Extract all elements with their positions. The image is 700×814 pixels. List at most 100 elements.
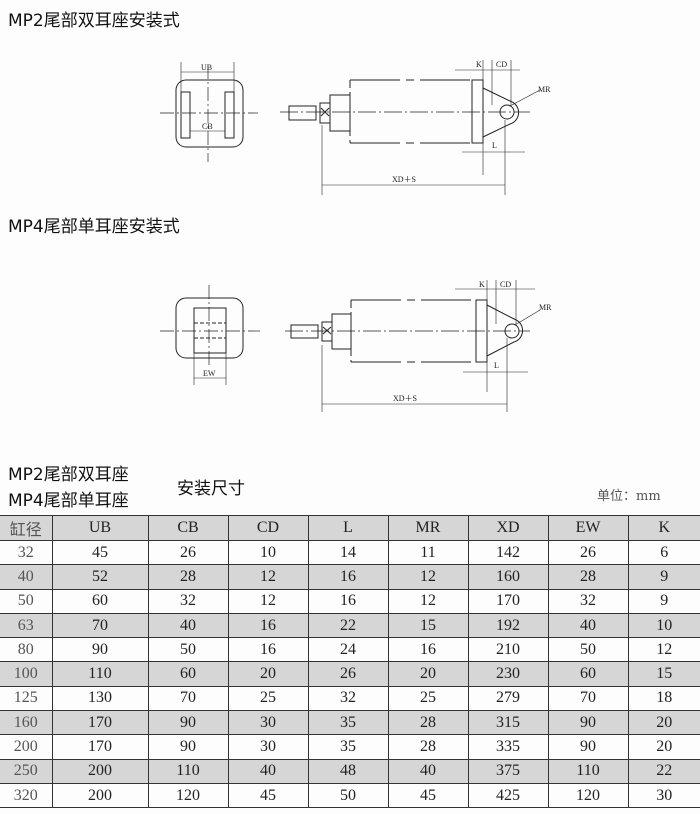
- ew-label: EW: [203, 369, 216, 378]
- table-cell: 230: [467, 661, 549, 687]
- table-cell: 60: [547, 661, 629, 687]
- table-cell: 110: [547, 758, 629, 784]
- table-cell: 28: [387, 710, 469, 736]
- table-cell: 15: [627, 661, 700, 687]
- table-cell: 12: [627, 637, 700, 663]
- table-cell: 22: [307, 612, 389, 639]
- table-cell: 45: [227, 782, 309, 809]
- table-cell: 320: [0, 782, 53, 809]
- table-cell: 70: [51, 612, 149, 639]
- table-cell: 425: [467, 782, 549, 809]
- table-cell: 16: [227, 612, 309, 639]
- mr-label-2: MR: [539, 303, 552, 312]
- table-cell: 52: [51, 564, 149, 590]
- header-cell: L: [307, 515, 389, 541]
- table-cell: 335: [467, 734, 549, 760]
- table-cell: 35: [307, 710, 389, 736]
- table-cell: 60: [51, 588, 149, 614]
- cb-label: CB: [202, 122, 213, 131]
- header-cell: CB: [147, 515, 229, 541]
- header-cell: MR: [387, 515, 469, 541]
- section1-title: MP2尾部双耳座安装式: [8, 11, 180, 31]
- table-cell: 18: [627, 685, 700, 712]
- table-cell: 80: [0, 637, 53, 663]
- xd-label-2: XD＋S: [393, 394, 417, 403]
- table-cell: 28: [547, 564, 629, 590]
- table-cell: 250: [0, 758, 53, 784]
- cd-label-2: CD: [500, 280, 511, 289]
- table-cell: 60: [147, 661, 229, 687]
- table-cell: 200: [51, 758, 149, 784]
- table-cell: 110: [51, 661, 149, 687]
- header-cell: UB: [51, 515, 149, 541]
- table-cell: 12: [227, 564, 309, 590]
- table-cell: 160: [467, 564, 549, 590]
- table-cell: 40: [0, 564, 53, 590]
- header-cell: XD: [467, 515, 549, 541]
- table-cell: 142: [467, 539, 549, 566]
- table-cell: 40: [147, 612, 229, 639]
- header-cell: CD: [227, 515, 309, 541]
- table-cell: 50: [307, 782, 389, 809]
- table-cell: 110: [147, 758, 229, 784]
- table-cell: 160: [0, 710, 53, 736]
- table-cell: 32: [547, 588, 629, 614]
- table-cell: 70: [147, 685, 229, 712]
- table-cell: 40: [227, 758, 309, 784]
- header-cell: EW: [547, 515, 629, 541]
- table-cell: 9: [627, 564, 700, 590]
- table-cell: 210: [467, 637, 549, 663]
- table-cell: 9: [627, 588, 700, 614]
- table-cell: 20: [387, 661, 469, 687]
- table-cell: 16: [307, 564, 389, 590]
- table-cell: 50: [147, 637, 229, 663]
- table-cell: 120: [147, 782, 229, 809]
- table-cell: 279: [467, 685, 549, 712]
- table-cell: 45: [387, 782, 469, 809]
- table-cell: 120: [547, 782, 629, 809]
- ub-label: UB: [201, 63, 212, 72]
- table-cell: 12: [387, 564, 469, 590]
- table-cell: 48: [307, 758, 389, 784]
- table-cell: 70: [547, 685, 629, 712]
- cd-label: CD: [496, 60, 507, 69]
- table-cell: 12: [387, 588, 469, 614]
- table-title-line2: MP4尾部单耳座: [8, 491, 129, 511]
- table-cell: 20: [227, 661, 309, 687]
- table-cell: 40: [387, 758, 469, 784]
- table-cell: 50: [0, 588, 53, 614]
- table-cell: 375: [467, 758, 549, 784]
- l-label: L: [492, 141, 497, 150]
- table-cell: 130: [51, 685, 149, 712]
- table-cell: 28: [387, 734, 469, 760]
- header-cell: K: [627, 515, 700, 541]
- table-title-suffix: 安装尺寸: [177, 479, 245, 499]
- mp2-diagram: UB CB K CD MR L XD＋S EW K CD MR L XD＋S: [160, 60, 552, 412]
- table-cell: 16: [387, 637, 469, 663]
- table-cell: 30: [227, 710, 309, 736]
- table-cell: 90: [547, 734, 629, 760]
- table-cell: 170: [51, 710, 149, 736]
- table-cell: 200: [0, 734, 53, 760]
- l-label-2: L: [494, 361, 499, 370]
- table-cell: 12: [227, 588, 309, 614]
- table-cell: 45: [51, 539, 149, 566]
- table-cell: 15: [387, 612, 469, 639]
- table-cell: 170: [51, 734, 149, 760]
- section2-title: MP4尾部单耳座安装式: [8, 217, 180, 237]
- table-cell: 24: [307, 637, 389, 663]
- table-cell: 20: [627, 710, 700, 736]
- table-cell: 35: [307, 734, 389, 760]
- table-cell: 200: [51, 782, 149, 809]
- table-cell: 100: [0, 661, 53, 687]
